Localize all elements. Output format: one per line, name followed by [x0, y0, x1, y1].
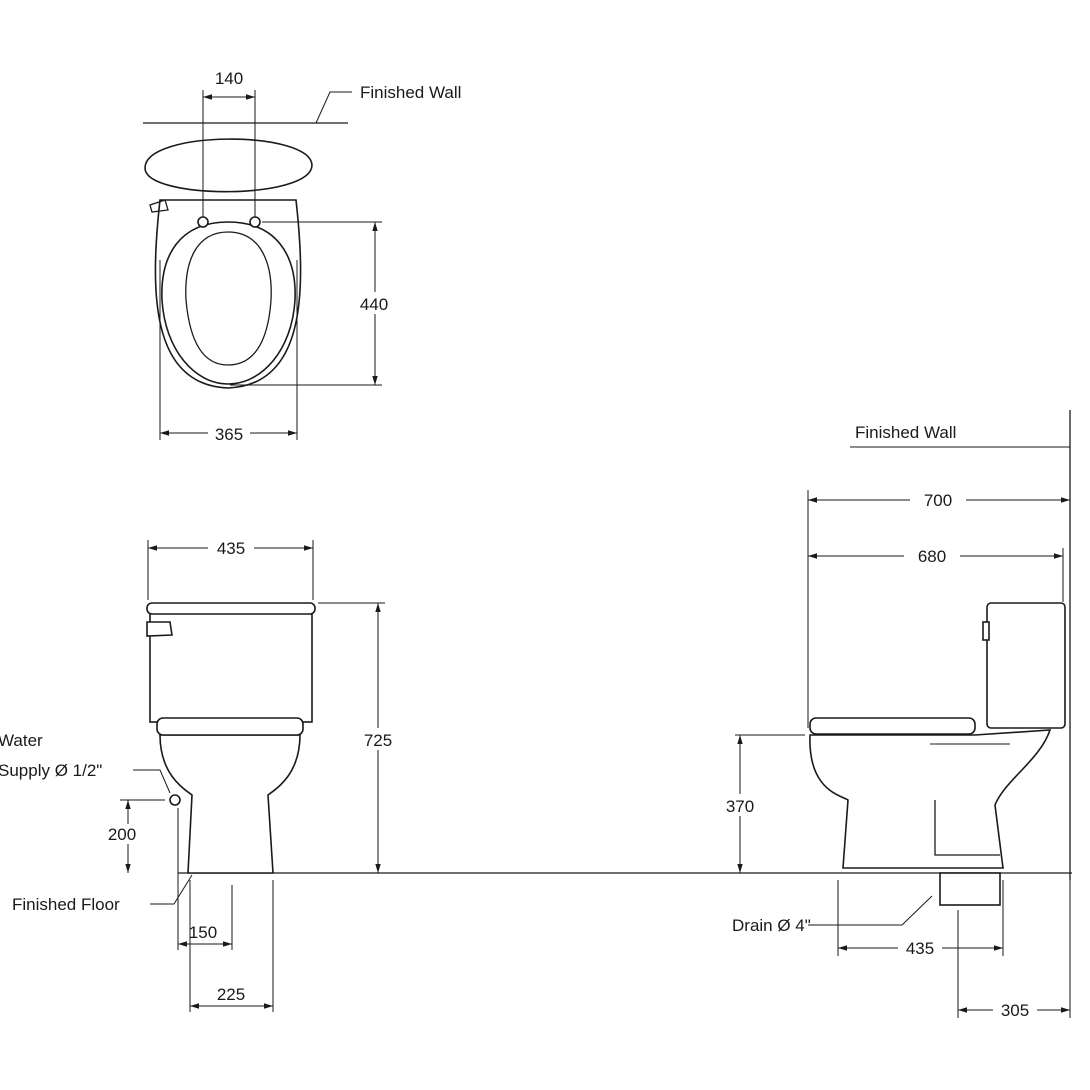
tank-lid	[146, 602, 316, 615]
hinge-right	[249, 216, 261, 228]
dim-370: 370	[726, 797, 754, 816]
wall-leader	[315, 91, 352, 124]
top-view: Finished Wall 140 440 365	[143, 69, 461, 444]
dim-365: 365	[215, 425, 243, 444]
water-label-line2: Supply Ø 1/2"	[0, 761, 102, 780]
flush-handle-front	[146, 621, 173, 637]
dim-200: 200	[108, 825, 136, 844]
drain-label: Drain Ø 4"	[732, 916, 811, 935]
dim-305: 305	[1001, 1001, 1029, 1020]
water-label-line1: Water	[0, 731, 43, 750]
side-view: Finished Wall 700 680 370 Drain Ø 4" 435…	[718, 410, 1071, 1020]
finished-wall-side-label: Finished Wall	[855, 423, 956, 442]
finished-floor-label: Finished Floor	[12, 895, 120, 914]
dim-435-side: 435	[906, 939, 934, 958]
tank-top	[144, 138, 313, 193]
dim-700: 700	[924, 491, 952, 510]
tank-front	[149, 611, 313, 723]
hinge-left	[197, 216, 209, 228]
seat-front	[156, 717, 304, 736]
flush-handle	[149, 199, 169, 213]
dim-725: 725	[364, 731, 392, 750]
seat-side	[809, 717, 976, 735]
dim-440: 440	[360, 295, 388, 314]
dim-435-front: 435	[217, 539, 245, 558]
seat-outer	[161, 221, 296, 385]
dim-150: 150	[189, 923, 217, 942]
water-supply-point	[169, 794, 181, 806]
front-view: 435 725 Water Supply Ø 1/2" 200 Finished…	[0, 538, 400, 1012]
flush-handle-side	[982, 621, 990, 641]
finished-wall-label: Finished Wall	[360, 83, 461, 102]
drain-pipe	[939, 872, 1001, 906]
bowl-side	[809, 729, 1052, 869]
dim-140: 140	[215, 69, 243, 88]
seat-inner	[185, 231, 272, 366]
bowl-front	[159, 734, 301, 874]
trapway	[934, 800, 1000, 856]
tank-side	[986, 602, 1066, 729]
dim-225: 225	[217, 985, 245, 1004]
dim-680: 680	[918, 547, 946, 566]
